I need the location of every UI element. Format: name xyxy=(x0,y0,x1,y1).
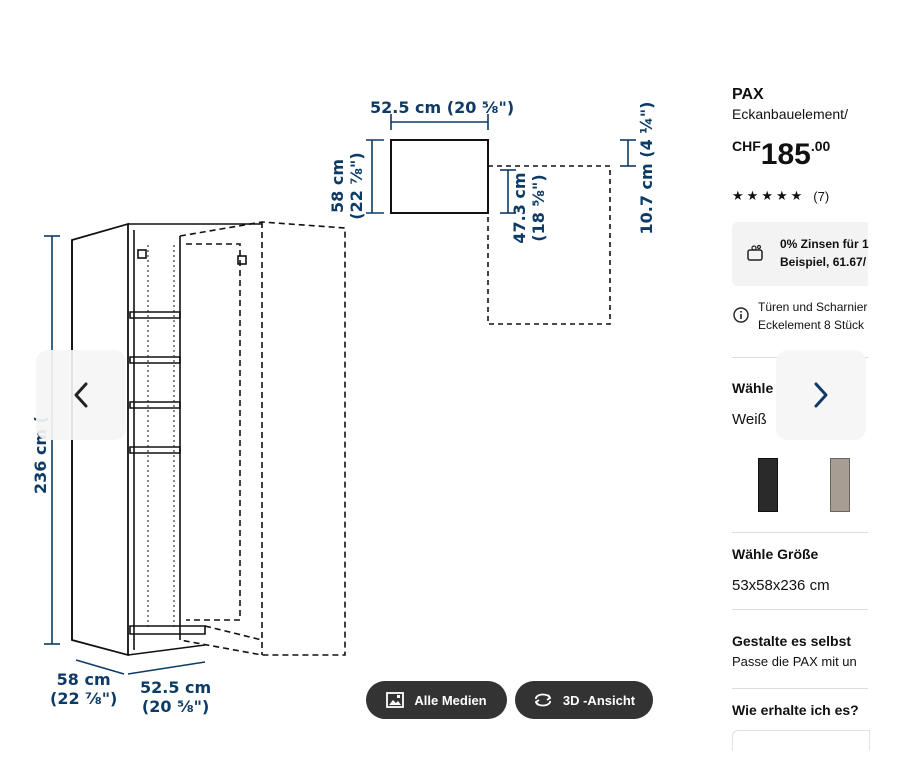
dim-top-width: 52.5 cm (20 ⅝") xyxy=(370,98,515,117)
financing-line2: Beispiel, 61.67/ xyxy=(780,255,867,269)
price: CHF185.00 xyxy=(732,138,830,172)
dim-top-depth-cm: 58 cm xyxy=(328,159,347,213)
price-cents: .00 xyxy=(810,138,831,154)
delivery-heading[interactable]: Wie erhalte ich es? xyxy=(732,702,859,718)
color-swatch-black[interactable] xyxy=(758,458,778,512)
divider xyxy=(732,609,868,610)
dim-inner-depth-in: (18 ⅝") xyxy=(529,174,548,242)
divider xyxy=(732,688,868,689)
carousel-prev-button[interactable] xyxy=(36,350,126,440)
star-icon: ★ xyxy=(790,188,803,203)
info-line2: Eckelement 8 Stück xyxy=(758,318,865,332)
star-icon: ★ xyxy=(761,188,773,203)
dim-bottom-depth-cm: 58 cm xyxy=(56,670,111,689)
color-heading: Wähle xyxy=(732,380,774,396)
price-currency: CHF xyxy=(732,138,761,154)
gallery-icon xyxy=(386,692,405,708)
product-name: PAX xyxy=(732,86,764,103)
dim-bottom-depth-in: (22 ⅞") xyxy=(50,689,118,708)
financing-icon xyxy=(747,244,763,261)
view-3d-button[interactable]: 3D -Ansicht xyxy=(515,681,653,719)
dim-bottom-width-in: (20 ⅝") xyxy=(141,697,210,716)
dim-inner-depth-cm: 47.3 cm xyxy=(510,172,529,244)
size-value[interactable]: 53x58x236 cm xyxy=(732,577,830,594)
price-main: 185 xyxy=(760,138,811,171)
dim-bottom-width-cm: 52.5 cm xyxy=(140,678,212,697)
size-heading: Wähle Größe xyxy=(732,546,819,562)
dim-top-depth-in: (22 ⅞") xyxy=(347,152,366,220)
info-icon xyxy=(733,307,749,323)
dim-side-offset: 10.7 cm (4 ¼") xyxy=(637,101,656,235)
dim-inner-depth: 47.3 cm (18 ⅝") xyxy=(510,158,550,258)
dim-bottom-depth: 58 cm (22 ⅞") xyxy=(50,670,117,708)
delivery-box[interactable] xyxy=(732,730,870,751)
dim-top-depth: 58 cm (22 ⅞") xyxy=(328,136,368,236)
carousel-next-button[interactable] xyxy=(776,350,866,440)
product-subtitle: Eckanbauelement/ xyxy=(732,106,848,122)
financing-box[interactable]: 0% Zinsen für 1 Beispiel, 61.67/ xyxy=(732,222,869,286)
design-heading: Gestalte es selbst xyxy=(732,633,852,649)
chevron-right-icon xyxy=(814,382,828,408)
rating-count: (7) xyxy=(813,188,830,204)
rating[interactable]: ★ ★ ★ ★ ★ (7) xyxy=(732,188,829,204)
view-3d-label: 3D -Ansicht xyxy=(562,692,636,708)
star-icon: ★ xyxy=(732,188,744,203)
color-swatch-oak[interactable] xyxy=(830,458,850,512)
dim-bottom-width: 52.5 cm (20 ⅝") xyxy=(140,678,211,716)
all-media-button[interactable]: Alle Medien xyxy=(366,681,507,719)
design-text: Passe die PAX mit un xyxy=(732,654,857,669)
rotate-3d-icon xyxy=(534,693,552,707)
financing-line1: 0% Zinsen für 1 xyxy=(780,237,869,251)
info-line1: Türen und Scharnier xyxy=(758,300,868,314)
technical-drawing xyxy=(44,114,636,675)
star-icon: ★ xyxy=(775,188,788,203)
star-icon: ★ xyxy=(746,188,759,203)
divider xyxy=(732,532,868,533)
chevron-left-icon xyxy=(74,382,88,408)
color-value: Weiß xyxy=(732,411,767,428)
all-media-label: Alle Medien xyxy=(414,692,487,708)
